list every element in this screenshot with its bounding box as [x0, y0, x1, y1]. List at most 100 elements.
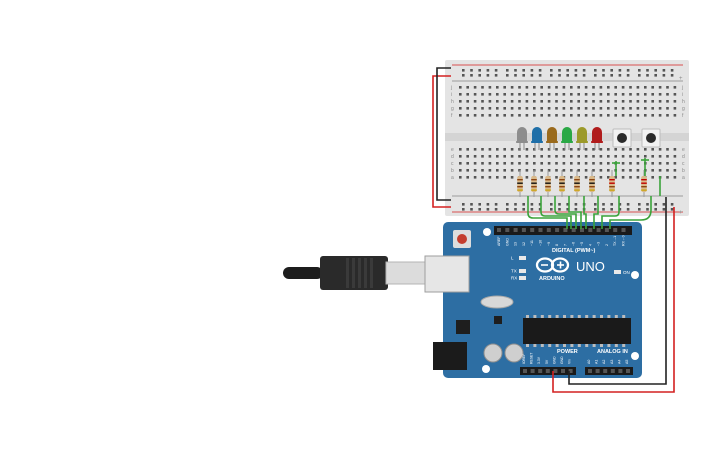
- digital-pin[interactable]: [546, 228, 551, 232]
- power-pin[interactable]: [523, 369, 527, 373]
- breadboard-hole[interactable]: [540, 148, 543, 151]
- breadboard-hole[interactable]: [540, 107, 543, 110]
- green-wire[interactable]: [601, 196, 620, 229]
- breadboard-hole[interactable]: [666, 93, 669, 96]
- breadboard-hole[interactable]: [651, 155, 654, 158]
- breadboard-hole[interactable]: [510, 155, 514, 158]
- rail-hole[interactable]: [610, 203, 613, 206]
- rail-hole[interactable]: [494, 69, 498, 72]
- breadboard-hole[interactable]: [651, 148, 654, 151]
- breadboard-hole[interactable]: [459, 176, 462, 179]
- rail-hole[interactable]: [522, 208, 525, 211]
- rail-hole[interactable]: [626, 203, 630, 206]
- rail-hole[interactable]: [462, 74, 465, 77]
- rail-hole[interactable]: [654, 74, 657, 77]
- breadboard-hole[interactable]: [584, 148, 588, 151]
- breadboard-hole[interactable]: [555, 162, 558, 165]
- rail-hole[interactable]: [638, 208, 641, 211]
- resistor[interactable]: [545, 170, 551, 197]
- breadboard-hole[interactable]: [496, 114, 499, 117]
- breadboard-hole[interactable]: [584, 176, 588, 179]
- rail-hole[interactable]: [566, 74, 569, 77]
- breadboard-hole[interactable]: [547, 100, 551, 103]
- rail-hole[interactable]: [646, 74, 649, 77]
- rail-hole[interactable]: [558, 208, 561, 211]
- breadboard-hole[interactable]: [466, 176, 469, 179]
- breadboard-hole[interactable]: [496, 155, 499, 158]
- breadboard-hole[interactable]: [607, 169, 610, 172]
- breadboard-hole[interactable]: [673, 107, 677, 110]
- breadboard-hole[interactable]: [555, 86, 558, 89]
- breadboard-hole[interactable]: [510, 93, 514, 96]
- breadboard-hole[interactable]: [607, 93, 610, 96]
- breadboard-hole[interactable]: [651, 107, 654, 110]
- breadboard-hole[interactable]: [510, 162, 514, 165]
- breadboard-hole[interactable]: [555, 176, 558, 179]
- rail-hole[interactable]: [662, 203, 666, 206]
- breadboard-hole[interactable]: [459, 86, 462, 89]
- breadboard-hole[interactable]: [562, 169, 566, 172]
- rail-hole[interactable]: [594, 208, 597, 211]
- breadboard-hole[interactable]: [518, 86, 521, 89]
- rail-hole[interactable]: [574, 74, 578, 77]
- breadboard-hole[interactable]: [658, 169, 662, 172]
- breadboard-hole[interactable]: [555, 100, 558, 103]
- breadboard-hole[interactable]: [555, 169, 558, 172]
- breadboard-hole[interactable]: [466, 162, 469, 165]
- rail-hole[interactable]: [530, 208, 534, 211]
- rail-hole[interactable]: [478, 208, 481, 211]
- breadboard-hole[interactable]: [473, 107, 477, 110]
- rail-hole[interactable]: [558, 203, 561, 206]
- rail-hole[interactable]: [626, 74, 630, 77]
- breadboard-hole[interactable]: [466, 86, 469, 89]
- rail-hole[interactable]: [462, 203, 465, 206]
- breadboard-hole[interactable]: [533, 86, 536, 89]
- rail-hole[interactable]: [602, 74, 605, 77]
- rail-hole[interactable]: [594, 203, 597, 206]
- rail-hole[interactable]: [646, 69, 649, 72]
- breadboard-hole[interactable]: [658, 155, 662, 158]
- green-wire[interactable]: [540, 196, 572, 229]
- resistor[interactable]: [559, 170, 565, 197]
- breadboard-hole[interactable]: [540, 169, 543, 172]
- rail-hole[interactable]: [638, 69, 641, 72]
- breadboard-hole[interactable]: [466, 107, 469, 110]
- resistor[interactable]: [517, 170, 523, 197]
- rail-hole[interactable]: [582, 74, 586, 77]
- breadboard-hole[interactable]: [473, 93, 477, 96]
- power-pin[interactable]: [530, 369, 535, 373]
- analog-pin[interactable]: [588, 369, 592, 373]
- breadboard-hole[interactable]: [488, 169, 492, 172]
- breadboard-hole[interactable]: [488, 148, 492, 151]
- rail-hole[interactable]: [506, 203, 509, 206]
- breadboard-hole[interactable]: [518, 162, 521, 165]
- rail-hole[interactable]: [550, 69, 553, 72]
- rail-hole[interactable]: [486, 74, 490, 77]
- breadboard-hole[interactable]: [636, 93, 640, 96]
- resistor[interactable]: [589, 170, 595, 197]
- breadboard-hole[interactable]: [473, 169, 477, 172]
- breadboard-hole[interactable]: [599, 148, 603, 151]
- digital-pin[interactable]: [604, 228, 609, 232]
- rail-hole[interactable]: [478, 74, 481, 77]
- breadboard-hole[interactable]: [540, 114, 543, 117]
- reset-button-cap[interactable]: [457, 234, 467, 244]
- push-button-cap[interactable]: [646, 133, 656, 143]
- breadboard-hole[interactable]: [629, 100, 632, 103]
- rail-hole[interactable]: [462, 208, 465, 211]
- breadboard-hole[interactable]: [496, 93, 499, 96]
- breadboard-hole[interactable]: [510, 169, 514, 172]
- breadboard-hole[interactable]: [614, 86, 617, 89]
- breadboard-hole[interactable]: [488, 93, 492, 96]
- breadboard-hole[interactable]: [466, 93, 469, 96]
- digital-pin[interactable]: [621, 228, 626, 232]
- rail-hole[interactable]: [602, 208, 605, 211]
- green-wire[interactable]: [593, 196, 599, 229]
- breadboard-hole[interactable]: [525, 107, 529, 110]
- breadboard-hole[interactable]: [481, 86, 484, 89]
- rail-hole[interactable]: [470, 74, 473, 77]
- breadboard-hole[interactable]: [503, 107, 506, 110]
- breadboard-holes[interactable]: [459, 69, 677, 211]
- breadboard-hole[interactable]: [658, 114, 662, 117]
